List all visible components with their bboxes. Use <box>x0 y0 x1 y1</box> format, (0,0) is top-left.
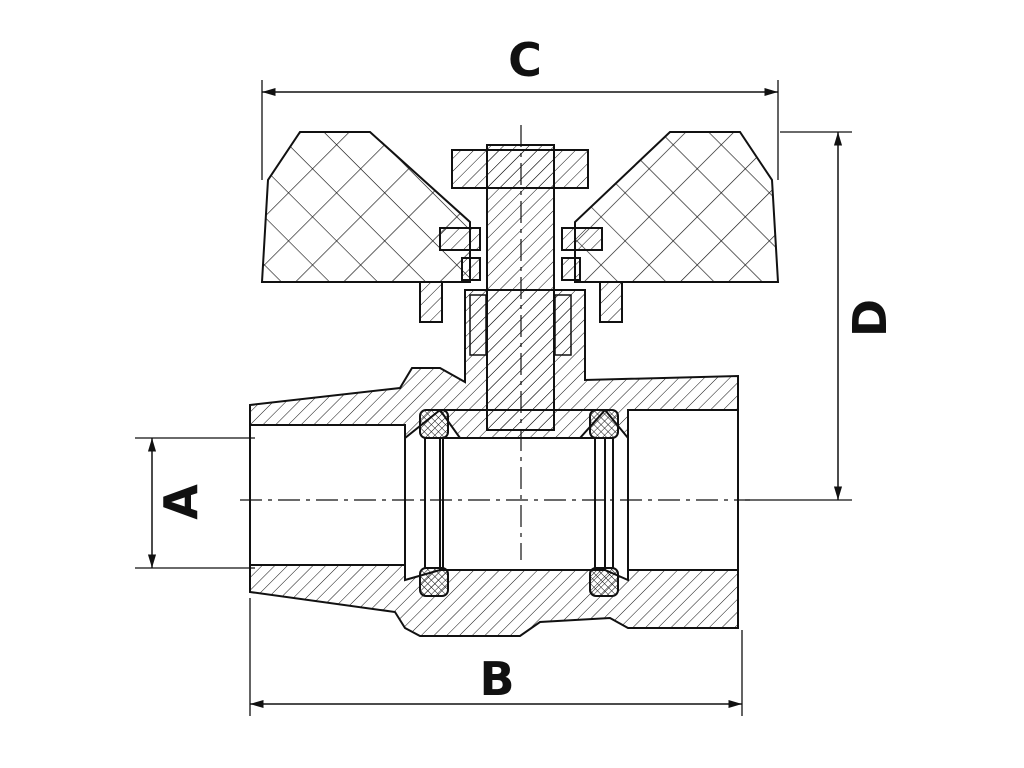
dimension-c-label: C <box>508 33 542 87</box>
dimension-a-label: A <box>154 484 208 520</box>
dimension-b: B <box>249 598 743 716</box>
dimension-d: D <box>745 131 897 501</box>
valve-body-lower <box>249 564 739 637</box>
bore-passage <box>249 409 739 571</box>
dimension-d-label: D <box>843 299 897 337</box>
dimension-a: A <box>135 437 255 569</box>
center-lines <box>240 125 750 560</box>
seat-seals <box>419 409 619 597</box>
dimension-b-label: B <box>479 652 514 706</box>
handle-nut <box>419 149 623 323</box>
butterfly-handle <box>260 131 780 283</box>
dimension-c: C <box>261 33 779 180</box>
